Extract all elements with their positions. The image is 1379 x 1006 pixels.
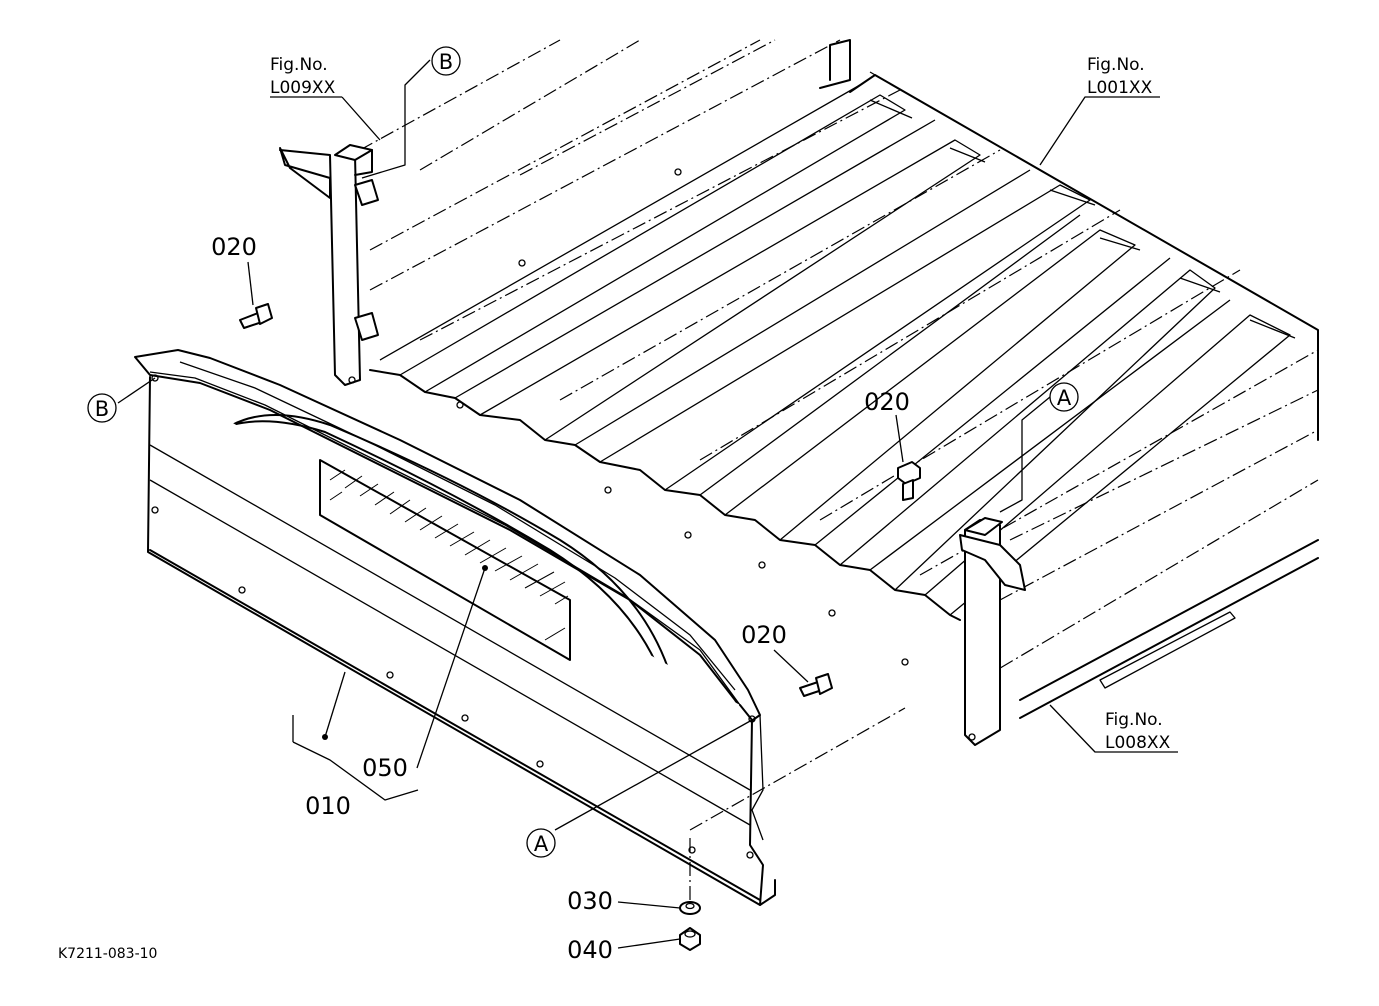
fig-ref-l008xx-code: L008XX [1105, 733, 1171, 753]
part-label-010: 010 [305, 792, 351, 820]
decal-hatching [329, 469, 569, 641]
nut-040 [679, 927, 701, 951]
connector-a-right-label: A [1057, 386, 1072, 410]
tail-gate-panel [134, 349, 906, 906]
bolt-upper-left [239, 303, 273, 329]
fig-ref-l009xx-code: L009XX [270, 78, 336, 98]
bolt-right [799, 673, 833, 697]
drawing-id: K7211-083-10 [58, 946, 157, 962]
left-stake-post [279, 39, 851, 386]
connector-a-bottom-label: A [534, 832, 549, 856]
part-label-020-right: 020 [741, 621, 787, 649]
connector-b-top: B [431, 46, 461, 76]
fig-ref-l008xx-label: Fig.No. [1105, 710, 1163, 730]
leader-lines [117, 59, 1178, 949]
fig-ref-l009xx: Fig.No. L009XX [270, 55, 336, 98]
fig-ref-l008xx: Fig.No. L008XX [1105, 710, 1171, 753]
connector-b-top-label: B [439, 50, 453, 74]
right-stake-post [959, 517, 1026, 746]
fig-ref-l001xx-code: L001XX [1087, 78, 1153, 98]
connector-b-left-label: B [95, 397, 109, 421]
fig-ref-l001xx: Fig.No. L001XX [1087, 55, 1153, 98]
bolt-center [897, 461, 921, 501]
fig-ref-l001xx-label: Fig.No. [1087, 55, 1145, 75]
washer-030 [679, 901, 701, 915]
part-label-020-center: 020 [864, 388, 910, 416]
fig-ref-l009xx-label: Fig.No. [270, 55, 328, 75]
part-label-050: 050 [362, 754, 408, 782]
part-label-030: 030 [567, 887, 613, 915]
part-label-040: 040 [567, 936, 613, 964]
cargo-bed-floor [359, 39, 1319, 719]
part-label-020-upper: 020 [211, 233, 257, 261]
connector-a-right: A [1049, 382, 1079, 412]
connector-a-bottom: A [526, 828, 556, 858]
connector-b-left: B [87, 393, 117, 423]
